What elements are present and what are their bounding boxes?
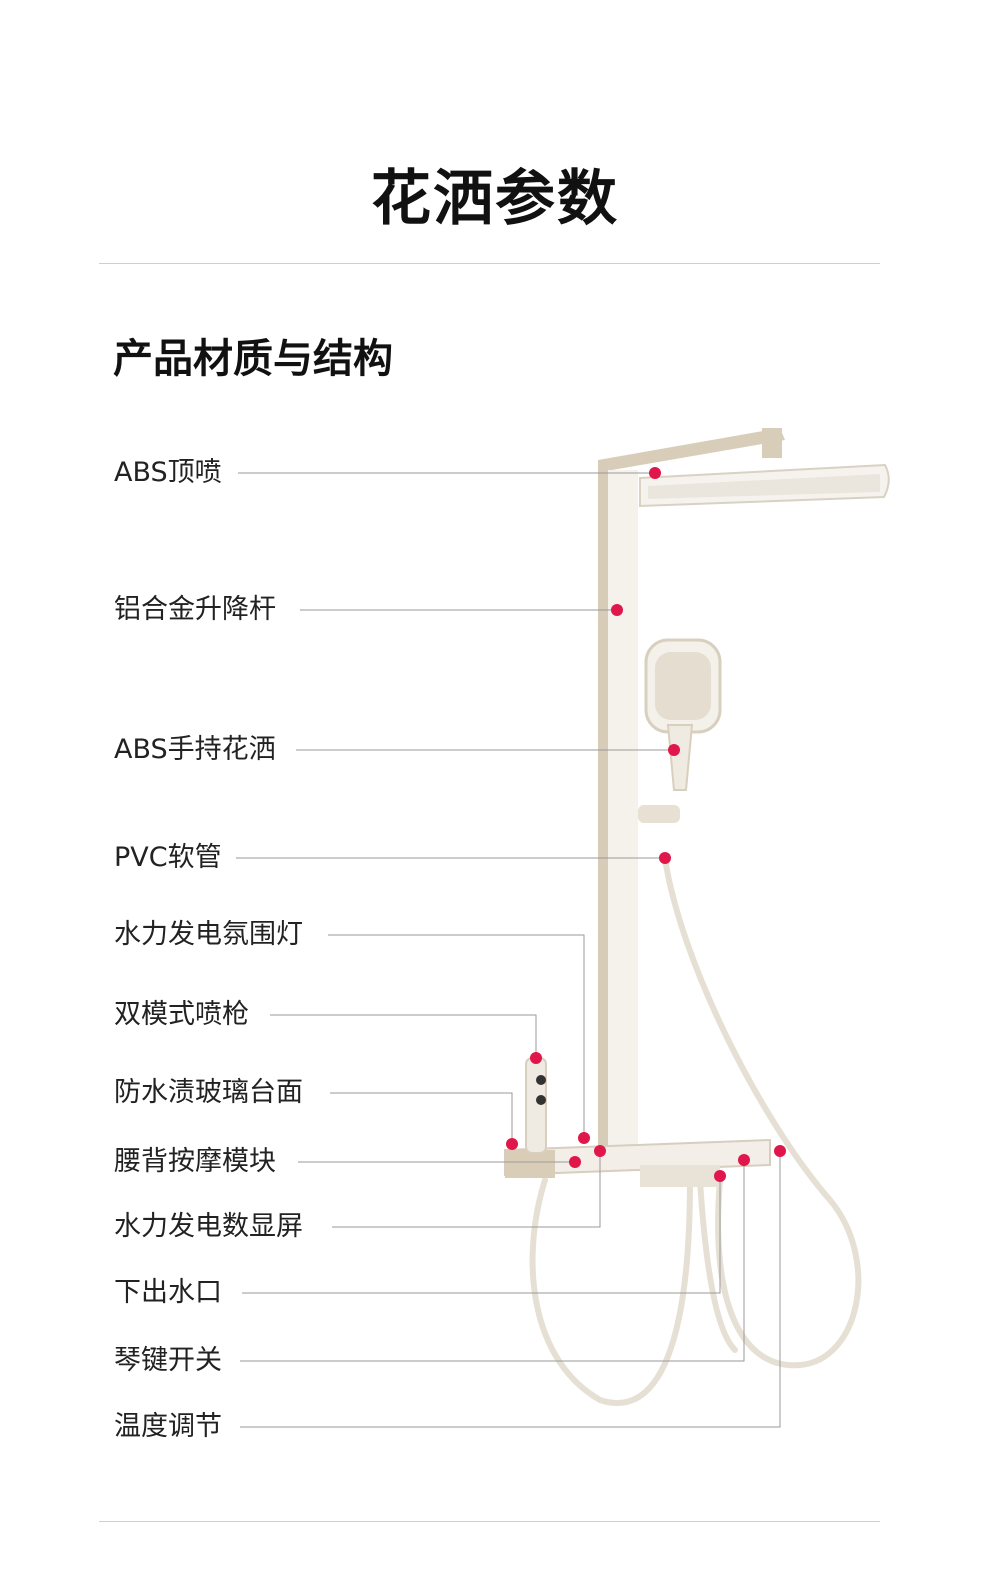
hoses [529,855,862,1406]
dot-ambient-light [578,1132,590,1144]
dot-massage [569,1156,581,1168]
page-title: 花洒参数 [371,164,619,234]
lower-hose-left [529,1177,693,1406]
leader-piano-keys [240,1160,745,1362]
label-temperature-control: 温度调节 [114,1410,230,1444]
label-piano-key-switch: 琴键开关 [114,1344,230,1378]
section-title: 产品材质与结构 [113,336,393,382]
label-lower-outlet: 下出水口 [114,1276,230,1310]
label-aluminum-riser: 铝合金升降杆 [114,593,284,627]
dot-abs-top [649,467,661,479]
leader-ambient-light [328,934,585,1138]
hand-shower [638,638,722,823]
dot-hand-shower [668,744,680,756]
label-ambient-light: 水力发电氛围灯 [114,918,311,952]
dot-display [594,1145,606,1157]
riser-bar [598,428,785,1150]
lower-hose-right [697,1177,738,1353]
label-abs-top-shower: ABS顶喷 [114,456,230,490]
leader-glass-top [330,1092,513,1144]
dot-hose [659,852,671,864]
dot-outlet [714,1170,726,1182]
dot-riser [611,604,623,616]
dot-temperature [774,1145,786,1157]
top-divider [99,263,880,264]
marker-dots [506,467,786,1182]
leader-outlet [242,1176,721,1294]
hand-hose [662,855,862,1369]
label-digital-display: 水力发电数显屏 [114,1210,311,1244]
leader-display [332,1151,601,1228]
leader-temperature [240,1151,781,1428]
label-pvc-hose: PVC软管 [114,841,230,875]
bottom-divider [99,1521,880,1522]
rain-shower-head [639,428,890,508]
dot-spray-gun [530,1052,542,1064]
dot-piano-keys [738,1154,750,1166]
label-abs-hand-shower: ABS手持花洒 [114,733,284,767]
leader-spray-gun [270,1014,537,1058]
label-massage-module: 腰背按摩模块 [114,1145,284,1179]
leader-lines [236,472,781,1428]
dot-glass-top [506,1138,518,1150]
label-spray-gun: 双模式喷枪 [114,998,257,1032]
label-glass-top: 防水渍玻璃台面 [114,1076,311,1110]
